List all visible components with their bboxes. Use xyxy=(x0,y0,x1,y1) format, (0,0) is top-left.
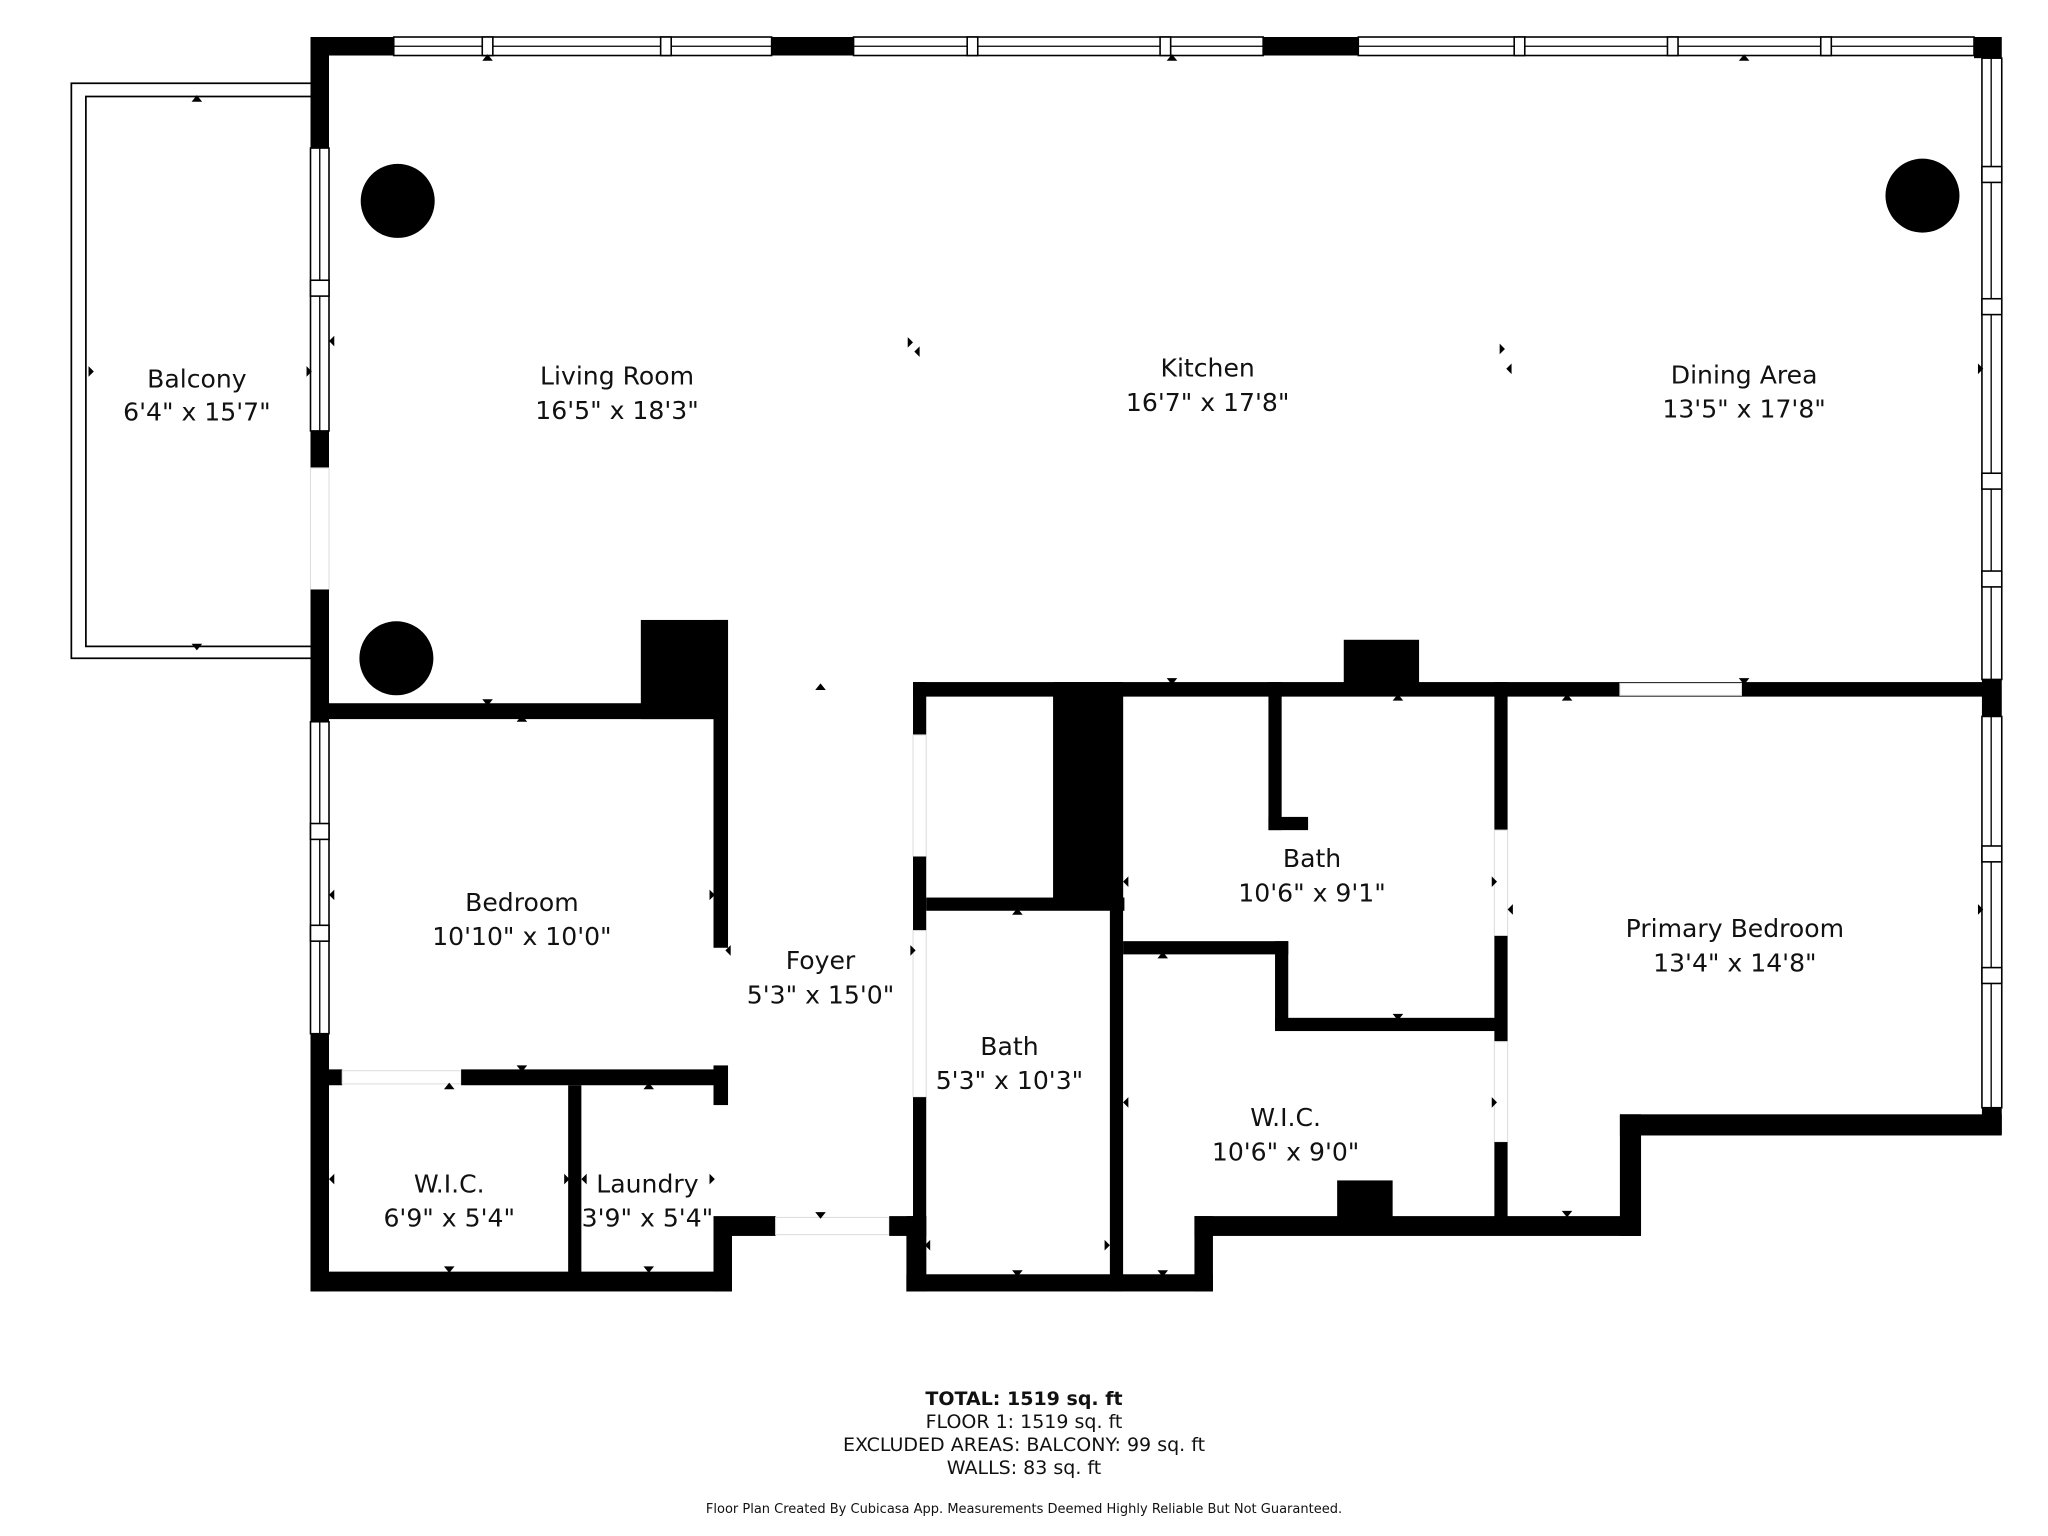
svg-text:5'3" x 15'0": 5'3" x 15'0" xyxy=(747,980,894,1009)
svg-text:16'7" x 17'8": 16'7" x 17'8" xyxy=(1126,388,1289,417)
room-label-balcony: Balcony 6'4" x 15'7" xyxy=(123,364,270,426)
right-wall xyxy=(1981,57,2003,1135)
room-label-living-room: Living Room 16'5" x 18'3" xyxy=(535,362,698,425)
room-label-kitchen: Kitchen 16'7" x 17'8" xyxy=(1126,354,1289,417)
interior-walls xyxy=(310,619,2002,1292)
left-wall xyxy=(309,37,330,1292)
area-summary: TOTAL: 1519 sq. ft FLOOR 1: 1519 sq. ft … xyxy=(0,1388,2048,1480)
svg-text:10'10" x 10'0": 10'10" x 10'0" xyxy=(432,922,611,951)
svg-text:6'4" x 15'7": 6'4" x 15'7" xyxy=(123,397,270,426)
room-label-primary-bedroom: Primary Bedroom 13'4" x 14'8" xyxy=(1626,914,1844,977)
excluded-area: EXCLUDED AREAS: BALCONY: 99 sq. ft xyxy=(842,1434,1206,1456)
svg-text:Bedroom: Bedroom xyxy=(465,888,578,917)
svg-text:Laundry: Laundry xyxy=(596,1169,698,1198)
svg-text:13'5" x 17'8": 13'5" x 17'8" xyxy=(1662,395,1825,424)
svg-text:Kitchen: Kitchen xyxy=(1161,354,1255,383)
svg-text:Bath: Bath xyxy=(1283,844,1341,873)
room-label-dining-area: Dining Area 13'5" x 17'8" xyxy=(1662,360,1825,423)
top-wall xyxy=(310,36,2002,59)
svg-text:Primary Bedroom: Primary Bedroom xyxy=(1626,914,1844,943)
svg-text:6'9" x 5'4": 6'9" x 5'4" xyxy=(383,1204,515,1233)
room-label-wic-primary: W.I.C. 10'6" x 9'0" xyxy=(1212,1103,1359,1166)
room-label-laundry: Laundry 3'9" x 5'4" xyxy=(582,1169,714,1232)
svg-text:Dining Area: Dining Area xyxy=(1671,360,1818,389)
walls-area: WALLS: 83 sq. ft xyxy=(946,1457,1102,1479)
svg-text:Balcony: Balcony xyxy=(147,364,247,393)
svg-text:W.I.C.: W.I.C. xyxy=(1250,1103,1321,1132)
svg-text:5'3" x 10'3": 5'3" x 10'3" xyxy=(936,1066,1083,1095)
measurement-markers xyxy=(88,54,1984,1277)
room-label-bedroom: Bedroom 10'10" x 10'0" xyxy=(432,888,611,951)
room-label-wic-bedroom: W.I.C. 6'9" x 5'4" xyxy=(383,1169,515,1232)
svg-text:Bath: Bath xyxy=(980,1032,1038,1061)
room-label-bath-hall: Bath 5'3" x 10'3" xyxy=(936,1032,1083,1095)
svg-text:10'6" x 9'1": 10'6" x 9'1" xyxy=(1238,879,1385,908)
svg-text:3'9" x 5'4": 3'9" x 5'4" xyxy=(582,1204,714,1233)
columns xyxy=(359,158,1960,696)
disclaimer: Floor Plan Created By Cubicasa App. Meas… xyxy=(705,1502,1343,1517)
svg-text:W.I.C.: W.I.C. xyxy=(414,1169,485,1198)
total-area: TOTAL: 1519 sq. ft xyxy=(925,1388,1123,1410)
room-label-bath-primary: Bath 10'6" x 9'1" xyxy=(1238,844,1385,907)
svg-text:Foyer: Foyer xyxy=(786,946,856,975)
svg-text:16'5" x 18'3": 16'5" x 18'3" xyxy=(535,396,698,425)
floor-area: FLOOR 1: 1519 sq. ft xyxy=(925,1411,1123,1433)
svg-text:10'6" x 9'0": 10'6" x 9'0" xyxy=(1212,1138,1359,1167)
svg-text:13'4" x 14'8": 13'4" x 14'8" xyxy=(1653,949,1816,978)
svg-text:Living Room: Living Room xyxy=(540,362,694,391)
room-label-foyer: Foyer 5'3" x 15'0" xyxy=(747,946,894,1009)
